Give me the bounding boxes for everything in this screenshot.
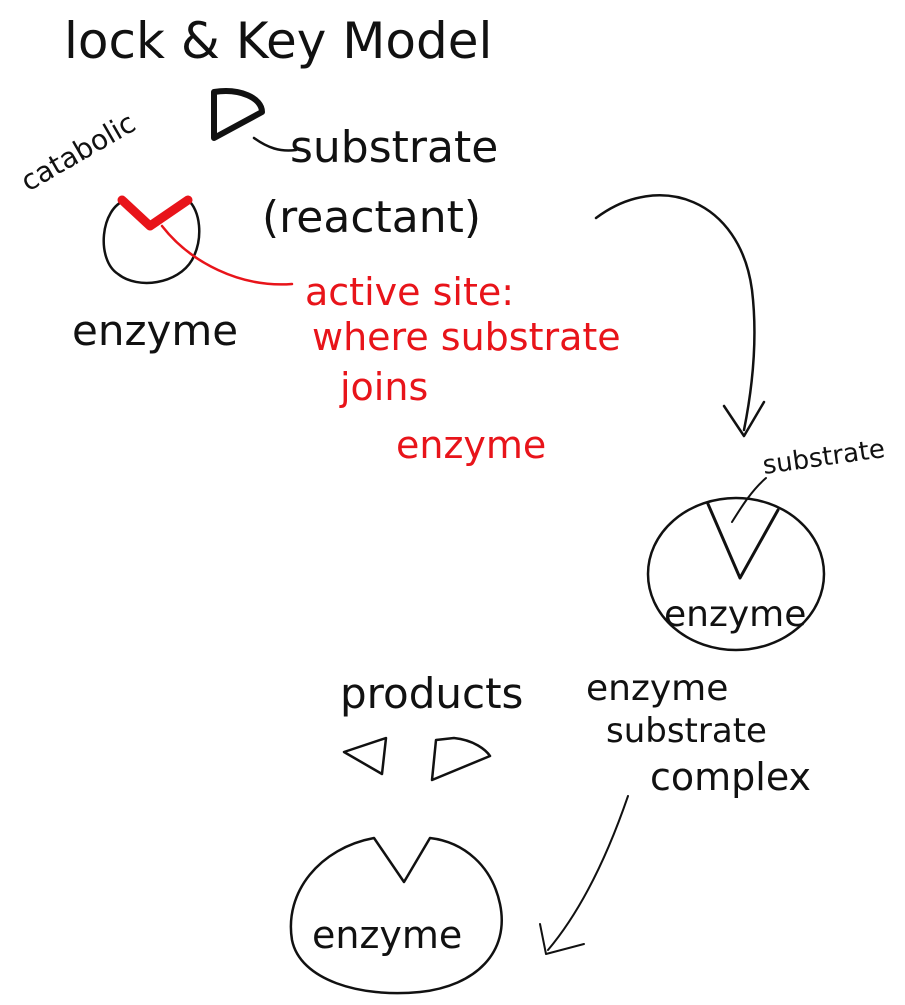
active-site-line-3: joins (339, 365, 428, 409)
product-right-shape (430, 736, 492, 782)
substrate-shape (211, 88, 265, 141)
final-enzyme-shape (289, 836, 503, 995)
arrowhead-to-complex (722, 400, 766, 438)
product-left-shape (342, 736, 388, 776)
active-site-line-1: active site: (305, 270, 514, 314)
reactant-label: (reactant) (262, 192, 481, 243)
arrowhead-to-final-enzyme (539, 923, 585, 955)
catabolic-label: catabolic (15, 106, 141, 198)
complex-substrate-label: substrate (761, 434, 887, 481)
products-label: products (340, 669, 523, 718)
active-site-pointer (160, 224, 294, 286)
substrate-label: substrate (290, 122, 498, 173)
final-enzyme-label: enzyme (312, 913, 462, 957)
active-site-shape (117, 195, 193, 231)
substrate-pointer-line (252, 136, 298, 152)
enzyme-label: enzyme (72, 306, 238, 355)
arrow-to-final-enzyme (547, 795, 629, 951)
arrow-to-complex (594, 194, 756, 432)
complex-enzyme-label: enzyme (664, 594, 806, 635)
complex-caption-line-2: substrate (606, 711, 767, 751)
complex-caption-line-1: enzyme (586, 668, 728, 709)
active-site-line-2: where substrate (312, 315, 621, 359)
enzyme-shape (102, 198, 201, 285)
complex-caption-line-3: complex (650, 755, 811, 799)
complex-substrate-shape (706, 502, 780, 580)
diagram-title: lock & Key Model (64, 12, 492, 70)
active-site-line-4: enzyme (396, 423, 546, 467)
complex-enzyme-circle (646, 496, 826, 652)
